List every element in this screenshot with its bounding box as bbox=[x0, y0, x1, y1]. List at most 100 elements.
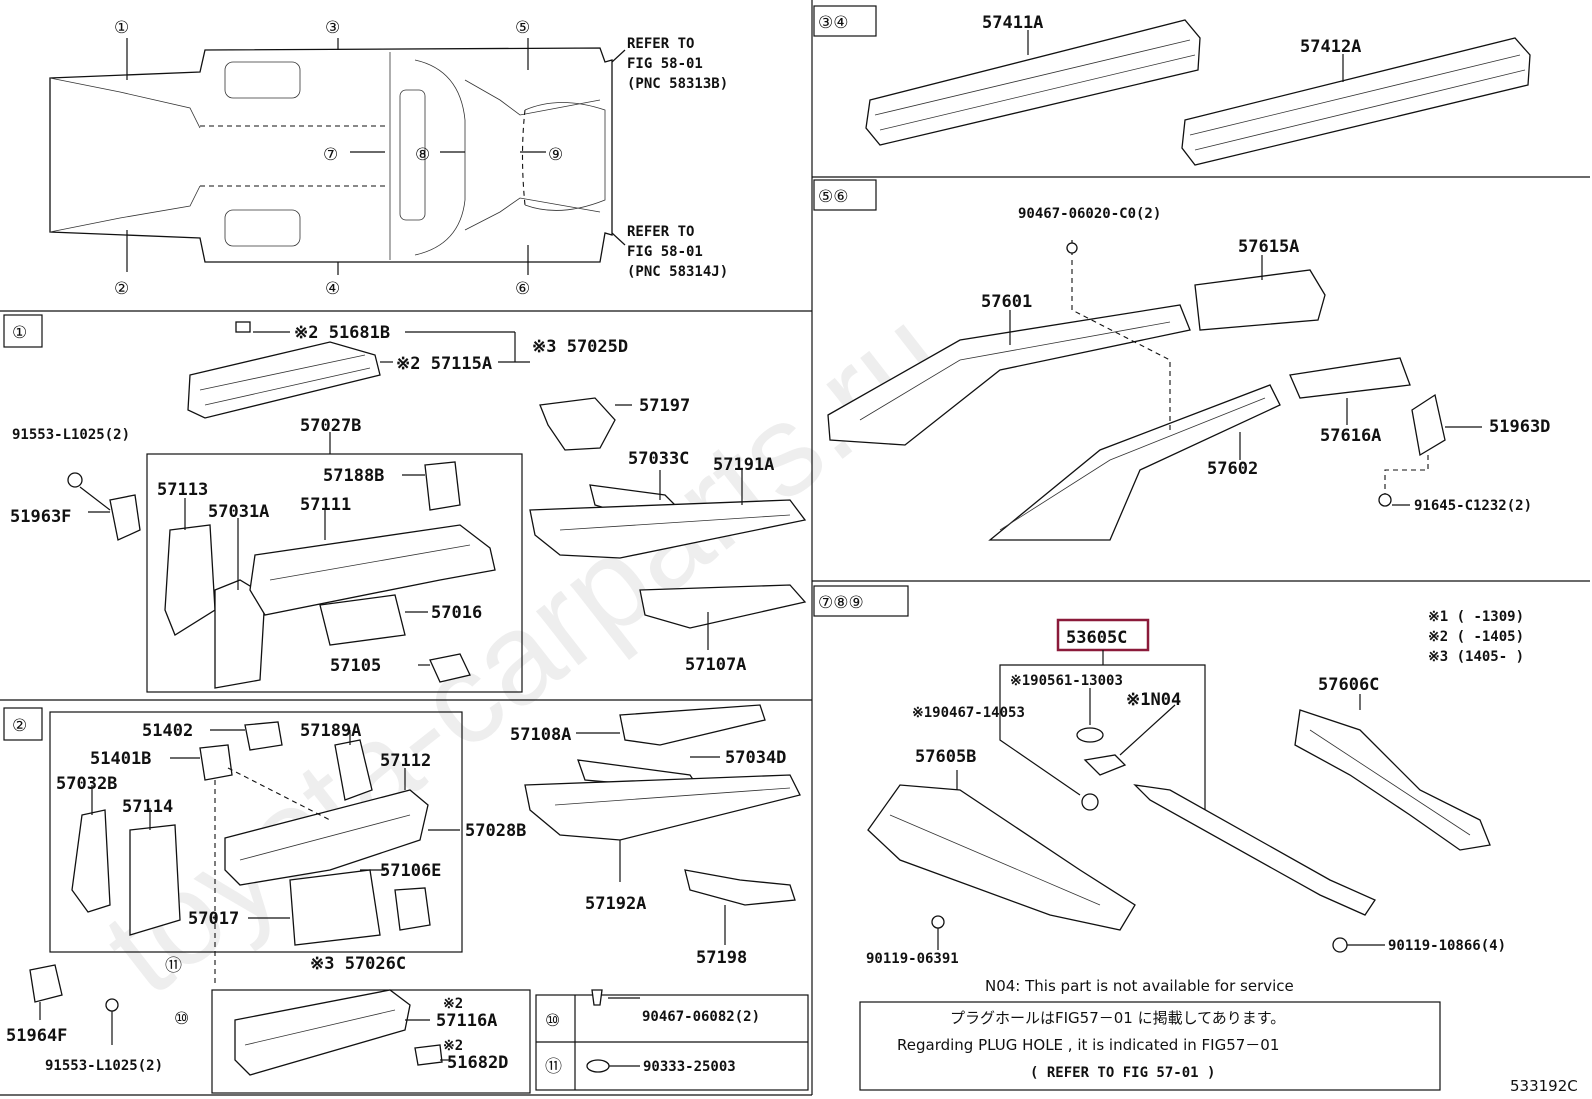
refer-bottom-line1: REFER TO bbox=[627, 224, 694, 240]
panel-34-label: ③④ bbox=[818, 13, 848, 33]
overview-diagram bbox=[49, 38, 626, 275]
part-57028B[interactable]: 57028B bbox=[465, 821, 526, 841]
part-57025D[interactable]: ※3 57025D bbox=[532, 337, 628, 357]
panel-56-label-box bbox=[813, 179, 877, 211]
part-57601[interactable]: 57601 bbox=[981, 292, 1032, 312]
legend-part-90467-06082[interactable]: 90467-06082(2) bbox=[642, 1009, 760, 1025]
part-91553-L1025[interactable]: 91553-L1025(2) bbox=[12, 427, 130, 443]
panel-2-group-box bbox=[49, 711, 463, 953]
part-57032B[interactable]: 57032B bbox=[56, 774, 117, 794]
part-57114[interactable]: 57114 bbox=[122, 797, 173, 817]
callout-11: ⑪ bbox=[165, 956, 182, 976]
rail-parts-34 bbox=[865, 19, 1531, 166]
callout-3: ③ bbox=[325, 18, 340, 38]
callout-9: ⑨ bbox=[548, 145, 563, 165]
panel-789-label: ⑦⑧⑨ bbox=[818, 593, 864, 613]
refer-top-line3: (PNC 58313B) bbox=[627, 76, 728, 92]
part-90119-06391[interactable]: 90119-06391 bbox=[866, 951, 959, 967]
panel-2-group-box-lower bbox=[211, 989, 531, 1094]
part-51963D[interactable]: 51963D bbox=[1489, 417, 1550, 437]
plug-hole-jp: プラグホールはFIG57－01 に掲載してあります。 bbox=[950, 1009, 1285, 1027]
callout-10: ⑩ bbox=[174, 1009, 189, 1029]
part-57191A[interactable]: 57191A bbox=[713, 455, 774, 475]
part-57106E[interactable]: 57106E bbox=[380, 861, 441, 881]
callout-1: ① bbox=[114, 18, 129, 38]
part-57198[interactable]: 57198 bbox=[696, 948, 747, 968]
callout-4: ④ bbox=[325, 279, 340, 299]
legend-callout-10: ⑩ bbox=[545, 1011, 560, 1031]
panel-789-parts bbox=[867, 650, 1491, 953]
panel-34-label-box bbox=[813, 5, 877, 37]
note-2: ※2 ( -1405) bbox=[1428, 629, 1524, 645]
part-53605C[interactable]: 53605C bbox=[1066, 628, 1127, 648]
part-57605B[interactable]: 57605B bbox=[915, 747, 976, 767]
part-91645-C1232[interactable]: 91645-C1232(2) bbox=[1414, 498, 1532, 514]
part-190561-13003[interactable]: ※190561-13003 bbox=[1010, 673, 1123, 689]
part-57189A[interactable]: 57189A bbox=[300, 721, 361, 741]
part-57115A[interactable]: ※2 57115A bbox=[396, 354, 492, 374]
plug-hole-refer: ( REFER TO FIG 57-01 ) bbox=[1030, 1065, 1215, 1081]
part-57027B[interactable]: 57027B bbox=[300, 416, 361, 436]
part-57112[interactable]: 57112 bbox=[380, 751, 431, 771]
part-57116A[interactable]: 57116A bbox=[436, 1011, 497, 1031]
part-57188B[interactable]: 57188B bbox=[323, 466, 384, 486]
panel-2-label: ② bbox=[12, 716, 27, 736]
part-57107A[interactable]: 57107A bbox=[685, 655, 746, 675]
part-57412A[interactable]: 57412A bbox=[1300, 37, 1361, 57]
rail-parts-56 bbox=[827, 240, 1482, 541]
n04-note: N04: This part is not available for serv… bbox=[985, 977, 1294, 995]
note-3: ※3 (1405- ) bbox=[1428, 649, 1524, 665]
panel-56-label: ⑤⑥ bbox=[818, 187, 848, 207]
part-57105[interactable]: 57105 bbox=[330, 656, 381, 676]
part-57108A[interactable]: 57108A bbox=[510, 725, 571, 745]
panel-1-label: ① bbox=[12, 323, 27, 343]
part-57602[interactable]: 57602 bbox=[1207, 459, 1258, 479]
callout-2: ② bbox=[114, 279, 129, 299]
part-57113[interactable]: 57113 bbox=[157, 480, 208, 500]
panel-2-label-box bbox=[3, 707, 43, 741]
part-51682D[interactable]: 51682D bbox=[447, 1053, 508, 1073]
part-57017[interactable]: 57017 bbox=[188, 909, 239, 929]
part-57606C[interactable]: 57606C bbox=[1318, 675, 1379, 695]
part-57411A[interactable]: 57411A bbox=[982, 13, 1043, 33]
refer-top-line1: REFER TO bbox=[627, 36, 694, 52]
panel-1-parts bbox=[67, 321, 807, 689]
callout-5: ⑤ bbox=[515, 18, 530, 38]
part-57116A-mark: ※2 bbox=[443, 996, 463, 1012]
plug-hole-box bbox=[859, 1001, 1441, 1091]
plug-hole-en: Regarding PLUG HOLE , it is indicated in… bbox=[897, 1036, 1279, 1054]
part-57034D[interactable]: 57034D bbox=[725, 748, 786, 768]
note-1: ※1 ( -1309) bbox=[1428, 609, 1524, 625]
part-51402[interactable]: 51402 bbox=[142, 721, 193, 741]
part-57031A[interactable]: 57031A bbox=[208, 502, 269, 522]
part-57033C[interactable]: 57033C bbox=[628, 449, 689, 469]
refer-top-line2: FIG 58-01 bbox=[627, 56, 703, 72]
callout-8: ⑧ bbox=[415, 145, 430, 165]
panel-789-label-box bbox=[813, 585, 909, 617]
part-57616A[interactable]: 57616A bbox=[1320, 426, 1381, 446]
part-57111[interactable]: 57111 bbox=[300, 495, 351, 515]
part-51963F[interactable]: 51963F bbox=[10, 507, 71, 527]
part-57197[interactable]: 57197 bbox=[639, 396, 690, 416]
panel-1-group-box bbox=[146, 453, 523, 693]
part-57016[interactable]: 57016 bbox=[431, 603, 482, 623]
legend-part-90333-25003[interactable]: 90333-25003 bbox=[643, 1059, 736, 1075]
panel-2-parts bbox=[29, 704, 801, 1076]
callout-7: ⑦ bbox=[323, 145, 338, 165]
part-90119-10866[interactable]: 90119-10866(4) bbox=[1388, 938, 1506, 954]
refer-bottom-line2: FIG 58-01 bbox=[627, 244, 703, 260]
part-190467-14053[interactable]: ※190467-14053 bbox=[912, 705, 1025, 721]
panel-1-label-box bbox=[3, 314, 43, 348]
part-51964F[interactable]: 51964F bbox=[6, 1026, 67, 1046]
part-57615A[interactable]: 57615A bbox=[1238, 237, 1299, 257]
part-57026C[interactable]: ※3 57026C bbox=[310, 954, 406, 974]
legend-callout-11: ⑪ bbox=[545, 1057, 562, 1077]
part-N04[interactable]: ※1N04 bbox=[1126, 690, 1181, 710]
part-51681B[interactable]: ※2 51681B bbox=[294, 323, 390, 343]
part-91553-L1025-b[interactable]: 91553-L1025(2) bbox=[45, 1058, 163, 1074]
part-57192A[interactable]: 57192A bbox=[585, 894, 646, 914]
part-51401B[interactable]: 51401B bbox=[90, 749, 151, 769]
part-90467-06020[interactable]: 90467-06020-C0(2) bbox=[1018, 206, 1161, 222]
part-51682D-mark: ※2 bbox=[443, 1038, 463, 1054]
